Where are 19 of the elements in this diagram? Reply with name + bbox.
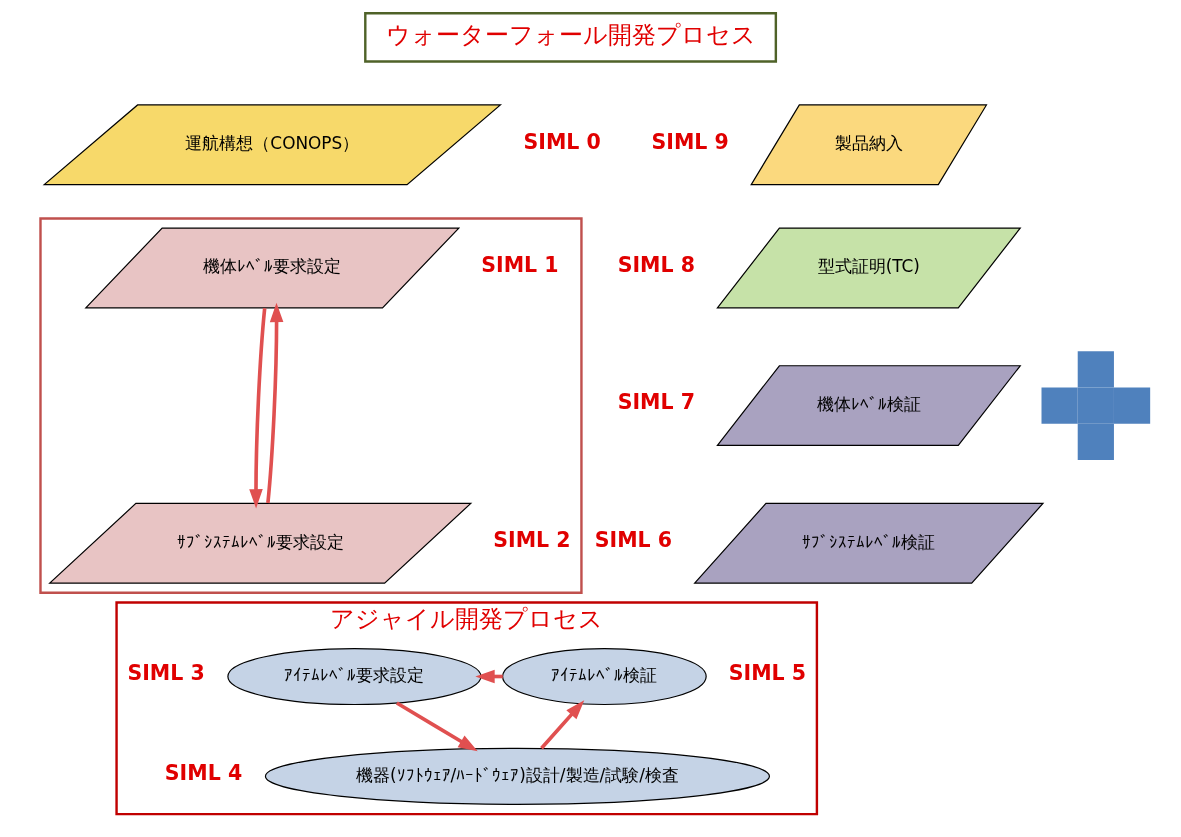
node-label: SIML 1: [481, 252, 559, 277]
node-label: SIML 9: [651, 129, 729, 154]
node-label: SIML 2: [493, 528, 571, 553]
node-label: SIML 3: [127, 661, 205, 686]
node-label: SIML 8: [617, 252, 695, 277]
node-label: SIML 0: [523, 129, 601, 154]
node-label: SIML 7: [617, 390, 695, 415]
node-label: SIML 6: [594, 528, 673, 553]
node-ellipse: 機器(ｿﾌﾄｳｪｱ/ﾊｰﾄﾞｳｪｱ)設計/製造/試験/検査: [264, 747, 771, 805]
node-label: SIML 4: [164, 761, 243, 786]
arrow: [395, 701, 478, 752]
node-ellipse: ｱｲﾃﾑﾚﾍﾞﾙ要求設定: [227, 647, 482, 706]
arrow: [266, 302, 284, 504]
arrow: [249, 308, 267, 509]
node-label: SIML 5: [728, 661, 807, 686]
cluster: [39, 217, 583, 594]
node-box: ウォーターフォール開発プロセス: [364, 11, 778, 63]
arrow: [540, 700, 585, 750]
node-ellipse: ｱｲﾃﾑﾚﾍﾞﾙ検証: [502, 647, 707, 706]
